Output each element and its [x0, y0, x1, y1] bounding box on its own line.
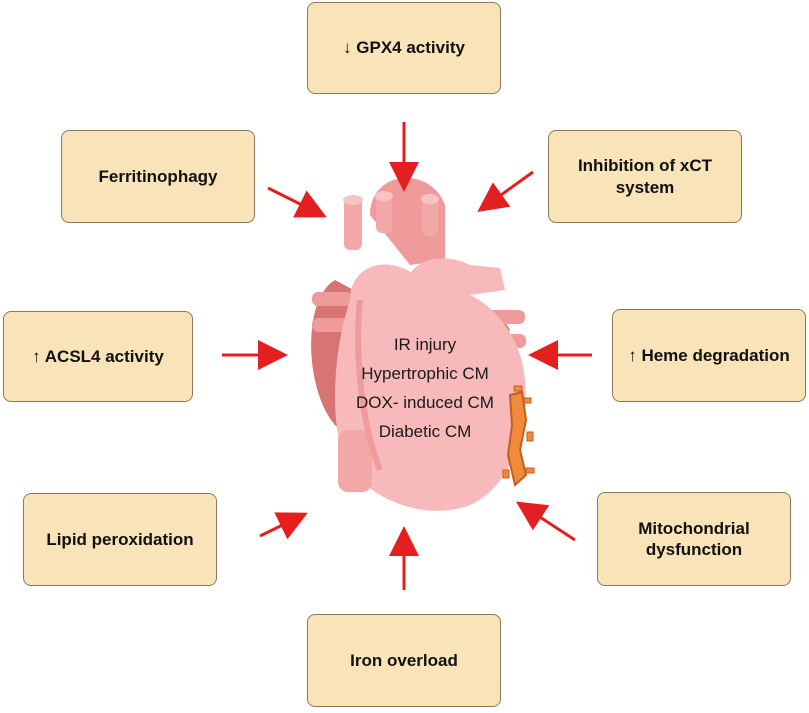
box-gpx4-label: ↓ GPX4 activity [343, 38, 465, 58]
condition-hypertrophic: Hypertrophic CM [361, 364, 489, 383]
condition-diabetic: Diabetic CM [378, 422, 472, 441]
box-heme: ↑ Heme degradation [612, 309, 806, 402]
arrow-xct [477, 170, 534, 212]
arrow-mito [515, 501, 576, 542]
vessel-left [344, 198, 362, 250]
box-acsl4: ↑ ACSL4 activity [3, 311, 193, 402]
vessel-mid [376, 193, 392, 233]
box-ferritinophagy-label: Ferritinophagy [98, 166, 218, 186]
box-mito-label: Mitochondrial dysfunction [638, 518, 750, 559]
box-iron-label: Iron overload [350, 650, 458, 670]
condition-dox-induced: DOX- induced CM [356, 393, 494, 412]
vessel-right [422, 196, 438, 236]
arrow-ferritinophagy [267, 186, 327, 218]
damaged-tissue-patch [502, 385, 535, 487]
box-ferritinophagy: Ferritinophagy [61, 130, 255, 223]
box-iron: Iron overload [307, 614, 501, 707]
arrows [222, 122, 592, 590]
condition-ir-injury: IR injury [393, 335, 457, 354]
box-gpx4: ↓ GPX4 activity [307, 2, 501, 94]
box-mito: Mitochondrial dysfunction [597, 492, 791, 586]
box-xct-label: Inhibition of xCT system [577, 156, 713, 197]
heart-illustration [311, 177, 535, 511]
arrow-lipid [259, 512, 308, 540]
box-heme-label: ↑ Heme degradation [628, 345, 790, 365]
box-lipid-label: Lipid peroxidation [46, 529, 194, 549]
inferior-vena-cava [338, 430, 372, 492]
box-acsl4-label: ↑ ACSL4 activity [32, 346, 164, 366]
ventricles [335, 264, 526, 511]
heart-conditions: IR injury Hypertrophic CM DOX- induced C… [340, 330, 510, 446]
box-xct: Inhibition of xCT system [548, 130, 742, 223]
box-lipid: Lipid peroxidation [23, 493, 217, 586]
